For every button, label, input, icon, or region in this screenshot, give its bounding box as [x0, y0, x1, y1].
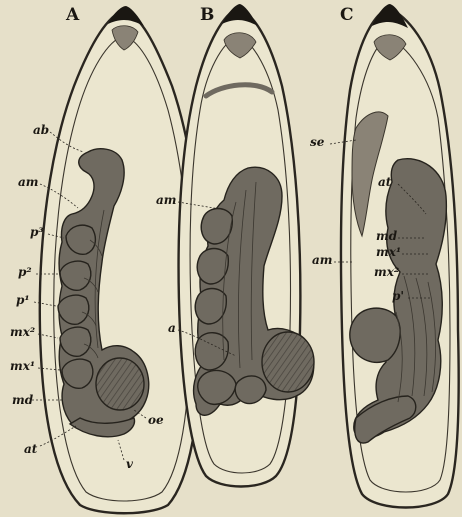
lateral-lobe-c — [350, 308, 400, 362]
label-mx2: mx² — [10, 325, 35, 339]
label-b-am: am — [156, 193, 176, 207]
panel-label-a: A — [65, 5, 80, 25]
label-c-am: am — [312, 253, 332, 267]
label-p1: p¹ — [16, 293, 30, 307]
panel-label-c: C — [340, 5, 354, 25]
label-c-md: md — [376, 229, 398, 243]
label-c-mx2: mx² — [374, 265, 399, 279]
label-ab: ab — [33, 123, 49, 137]
label-v: v — [126, 457, 134, 471]
label-at: at — [24, 442, 38, 456]
label-b-a: a — [168, 321, 176, 335]
head-lobe-b — [262, 332, 314, 392]
label-p2: p² — [18, 265, 32, 279]
label-oe: oe — [148, 413, 164, 427]
label-c-at: at — [378, 175, 392, 189]
label-c-mx1: mx¹ — [376, 245, 401, 259]
label-am: am — [18, 175, 38, 189]
label-c-se: se — [310, 135, 325, 149]
head-lobe-a — [96, 358, 144, 410]
label-mx1: mx¹ — [10, 359, 35, 373]
label-c-p1: p' — [392, 289, 404, 303]
panel-label-b: B — [200, 5, 214, 25]
label-p3: p³ — [30, 225, 44, 239]
label-md: md — [12, 393, 34, 407]
